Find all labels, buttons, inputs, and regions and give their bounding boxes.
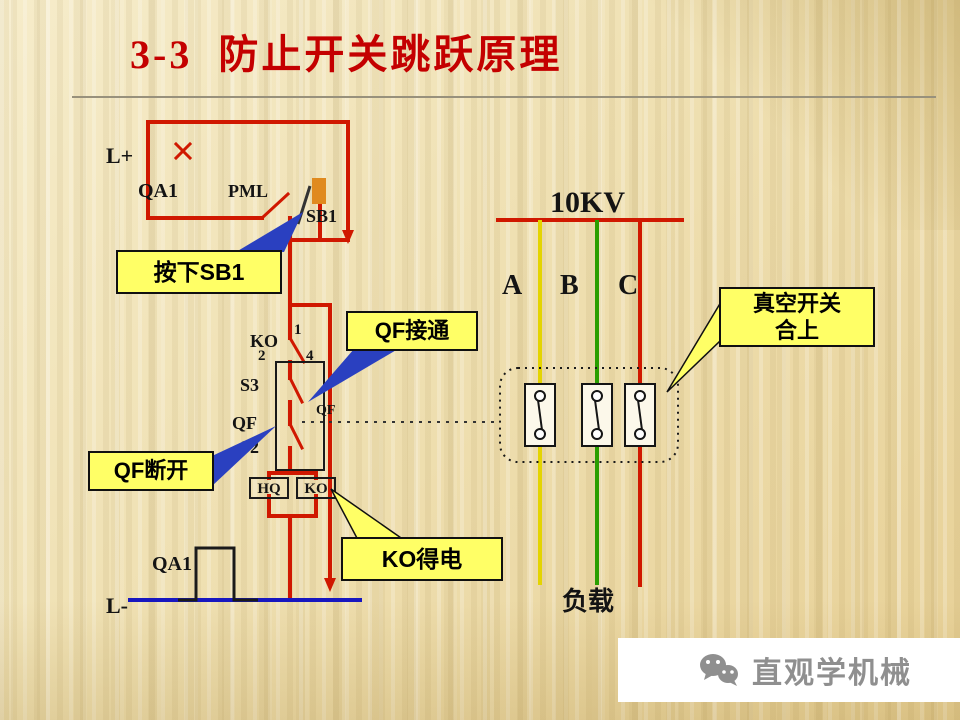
label-s3: S3 bbox=[240, 375, 259, 395]
callout-qf-off: QF断开 bbox=[88, 451, 214, 491]
label-phase-b: B bbox=[560, 270, 579, 301]
vacuum-switch-pole-a bbox=[524, 383, 556, 447]
label-qa1-top: QA1 bbox=[138, 180, 178, 202]
label-terminal-1: 1 bbox=[294, 322, 302, 338]
label-pml: PML bbox=[228, 181, 268, 201]
label-l-plus: L+ bbox=[106, 143, 133, 168]
callout-vacuum-closed: 真空开关 合上 bbox=[719, 287, 875, 347]
label-voltage: 10KV bbox=[550, 186, 625, 219]
control-circuit-wires bbox=[146, 120, 350, 602]
label-phase-c: C bbox=[618, 270, 638, 301]
vacuum-switch-enclosure bbox=[499, 367, 679, 463]
callout-vacuum-line1: 真空开关 bbox=[752, 290, 841, 316]
corner-shading bbox=[620, 0, 960, 230]
callout-vacuum-line2: 合上 bbox=[774, 318, 819, 343]
watermark-text: 直观学机械 bbox=[752, 657, 912, 690]
label-phase-a: A bbox=[502, 270, 523, 301]
label-ko-contact: KO bbox=[250, 331, 278, 351]
label-qa1-bottom: QA1 bbox=[152, 553, 192, 575]
current-arrow-top bbox=[342, 230, 354, 244]
relay-frame bbox=[275, 361, 325, 471]
label-qf-mid: QF bbox=[316, 403, 335, 418]
label-terminal-2: 2 bbox=[258, 348, 266, 364]
current-arrow-bottom bbox=[324, 578, 336, 592]
label-load: 负载 bbox=[562, 586, 614, 616]
pointer-qf-on bbox=[308, 349, 398, 402]
vacuum-switch-pole-b bbox=[581, 383, 613, 447]
ko-relay-box bbox=[296, 477, 336, 499]
sb1-button bbox=[312, 178, 326, 204]
label-qf-left: QF bbox=[232, 413, 257, 433]
hq-relay-box bbox=[249, 477, 289, 499]
junction-x-mark bbox=[173, 141, 193, 161]
callout-ko-energized: KO得电 bbox=[341, 537, 503, 581]
label-hq-box: HQ bbox=[257, 481, 281, 497]
wechat-icon bbox=[700, 654, 738, 686]
callout-qf-on: QF接通 bbox=[346, 311, 478, 351]
pointer-press-sb1 bbox=[236, 212, 303, 252]
slide-title: 3-3 防止开关跳跃原理 bbox=[130, 32, 563, 77]
pointer-vacuum-closed bbox=[666, 299, 722, 393]
pointer-qf-off bbox=[212, 426, 276, 486]
watermark-bar: 直观学机械 bbox=[618, 638, 960, 702]
label-sb1: SB1 bbox=[306, 206, 337, 226]
label-terminal-4: 4 bbox=[306, 348, 314, 364]
label-ko-box: KO bbox=[304, 481, 327, 497]
pointer-ko-energized bbox=[330, 488, 407, 541]
callout-press-sb1: 按下SB1 bbox=[116, 250, 282, 294]
title-underline bbox=[72, 96, 936, 98]
label-l-minus: L- bbox=[106, 593, 128, 618]
vacuum-switch-pole-c bbox=[624, 383, 656, 447]
pulse-waveform bbox=[178, 546, 258, 602]
